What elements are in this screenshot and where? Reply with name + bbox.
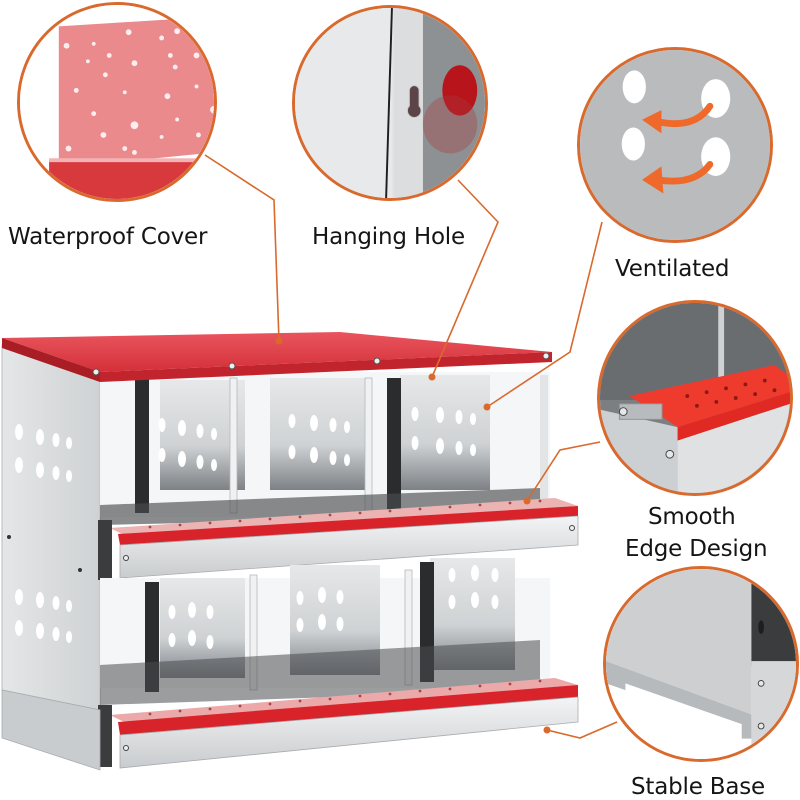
smooth-edge-label-line2: Edge Design [625,536,768,562]
lower-tier-compartments [100,558,550,705]
callout-anchor-dots [275,337,551,734]
smooth-edge-label-line1: Smooth [648,504,736,530]
lower-perch-tray [1,678,579,771]
water-droplets-icon [20,5,214,199]
perch-edge-icon [600,303,790,493]
hanging-hole-callout [292,5,488,201]
airflow-arrows-icon [580,50,770,240]
stable-base-callout [603,566,799,762]
ventilated-callout [577,47,773,243]
upper-perch-tray [98,498,579,580]
smooth-edge-callout [597,300,793,496]
upper-tier-compartments [100,372,550,525]
waterproof-cover-label: Waterproof Cover [8,224,208,250]
keyhole-icon [295,8,485,198]
ventilated-label: Ventilated [615,256,730,282]
left-side-panel [1,344,101,711]
callout-connectors [204,154,618,739]
base-foot-icon [606,569,796,759]
stable-base-label: Stable Base [631,774,765,800]
waterproof-cover-callout [17,2,217,202]
hanging-hole-label: Hanging Hole [312,224,465,250]
